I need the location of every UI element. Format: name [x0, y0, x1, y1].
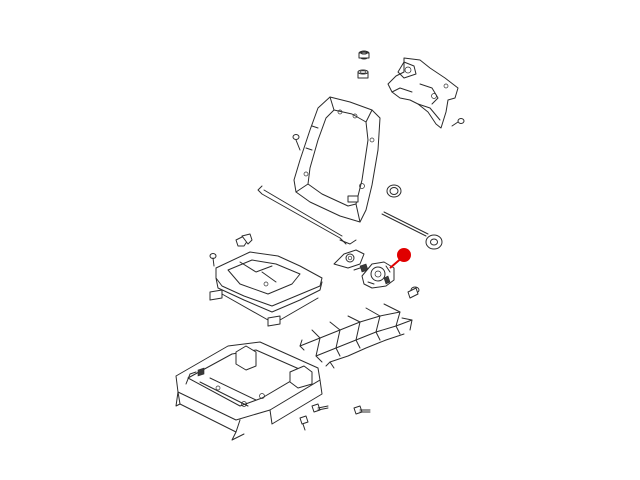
clip-part[interactable] [235, 233, 253, 247]
bolt-part[interactable] [299, 415, 309, 431]
bolt-part[interactable] [407, 286, 420, 299]
seat-back-frame-part[interactable] [293, 96, 381, 223]
highlight-dot [397, 248, 411, 262]
side-plate-part[interactable] [333, 249, 365, 269]
bushing-part[interactable] [357, 69, 369, 79]
bolt-part[interactable] [353, 405, 371, 415]
seat-track-part[interactable] [175, 341, 323, 441]
seat-cushion-frame-part[interactable] [209, 251, 323, 327]
screw-part[interactable] [451, 118, 465, 127]
screw-part[interactable] [292, 134, 301, 151]
torsion-bar-part[interactable] [381, 211, 443, 250]
cable-rod-part[interactable] [257, 185, 357, 245]
highlight-marker[interactable] [389, 248, 411, 269]
snap-ring-part[interactable] [386, 184, 402, 198]
bolt-part[interactable] [311, 403, 329, 413]
bushing-part[interactable] [358, 50, 370, 60]
seat-spring-part[interactable] [299, 303, 413, 369]
recliner-mechanism-part[interactable] [361, 261, 395, 289]
recliner-bracket-part[interactable] [387, 57, 459, 129]
screw-part[interactable] [209, 253, 217, 267]
